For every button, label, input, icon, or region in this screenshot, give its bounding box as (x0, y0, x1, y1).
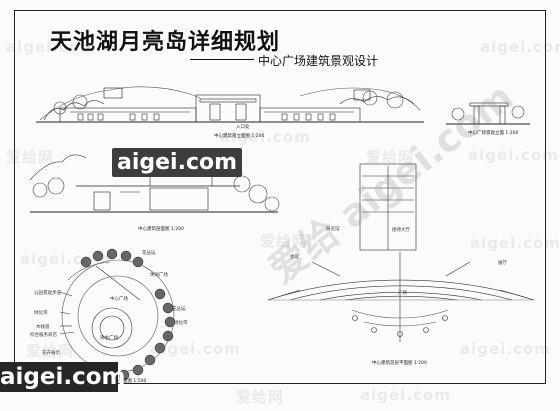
watermark: aigei.com (220, 128, 311, 146)
sheet-subtitle: 中心广场建筑景观设计 (258, 54, 379, 68)
aigei-corner-logo: aigei.com (0, 362, 126, 392)
section-caption: 中心建筑剖面图 1:200 (138, 227, 184, 232)
side-elevation-caption: 中心广场景观立面 1:200 (468, 131, 519, 136)
site-label: 中心广场 (110, 297, 128, 302)
site-label: 绿化带 (34, 311, 48, 316)
site-label: 花卉展示 (42, 351, 60, 356)
site-label: 休闲广场 (150, 273, 168, 278)
watermark: aigei.com (470, 234, 560, 252)
sheet-title: 天池湖月亮岛详细规划 (50, 30, 281, 55)
side-elevation-drawing (446, 102, 530, 125)
plan-caption: 中心建筑首层平面图 1:200 (372, 361, 427, 366)
watermark: aigei.com (480, 38, 560, 56)
plan-label: 接待大厅 (392, 228, 410, 233)
floor-plan-drawing (267, 163, 535, 342)
subtitle-rule (190, 59, 254, 60)
watermark: 爱给网 (366, 148, 415, 166)
site-label: 花丛坛 (172, 307, 186, 312)
site-label: 公园景观步道 (34, 291, 61, 296)
front-elevation-caption: 中心建筑南立面图 1:200 (214, 134, 265, 139)
site-label: 喷水广场 (100, 336, 118, 341)
watermark: 爱给网 (26, 342, 75, 360)
site-label: 综合服务商店 (30, 333, 57, 338)
plan-label: 展厅 (498, 261, 507, 266)
watermark: aigei.com (468, 146, 559, 164)
watermark: 爱给网 (260, 232, 309, 250)
watermark: aigei.com (20, 250, 111, 268)
plan-label: 广场 (398, 291, 407, 296)
watermark: aigei.com (6, 38, 97, 56)
watermark: aigei.com (460, 340, 551, 358)
watermark: 爱给网 (236, 388, 285, 406)
watermark: aigei.com (150, 340, 241, 358)
site-label: 花丛坛 (142, 251, 156, 256)
plan-label: 会议 (290, 255, 299, 260)
site-label: 木栈道 (36, 325, 50, 330)
site-label: 绿化带 (174, 321, 188, 326)
sheet-frame (14, 10, 546, 384)
site-plan-caption: 中心广场总平面图 1:500 (96, 379, 147, 384)
aigei-logo: aigei.com (112, 148, 243, 177)
plan-label: 展览馆 (326, 227, 340, 232)
watermark: aigei.com (360, 386, 451, 404)
front-elevation-drawing (36, 86, 424, 123)
watermark: 爱给网 (6, 148, 55, 166)
elevation-entrance-note: 入口处 (236, 125, 250, 130)
